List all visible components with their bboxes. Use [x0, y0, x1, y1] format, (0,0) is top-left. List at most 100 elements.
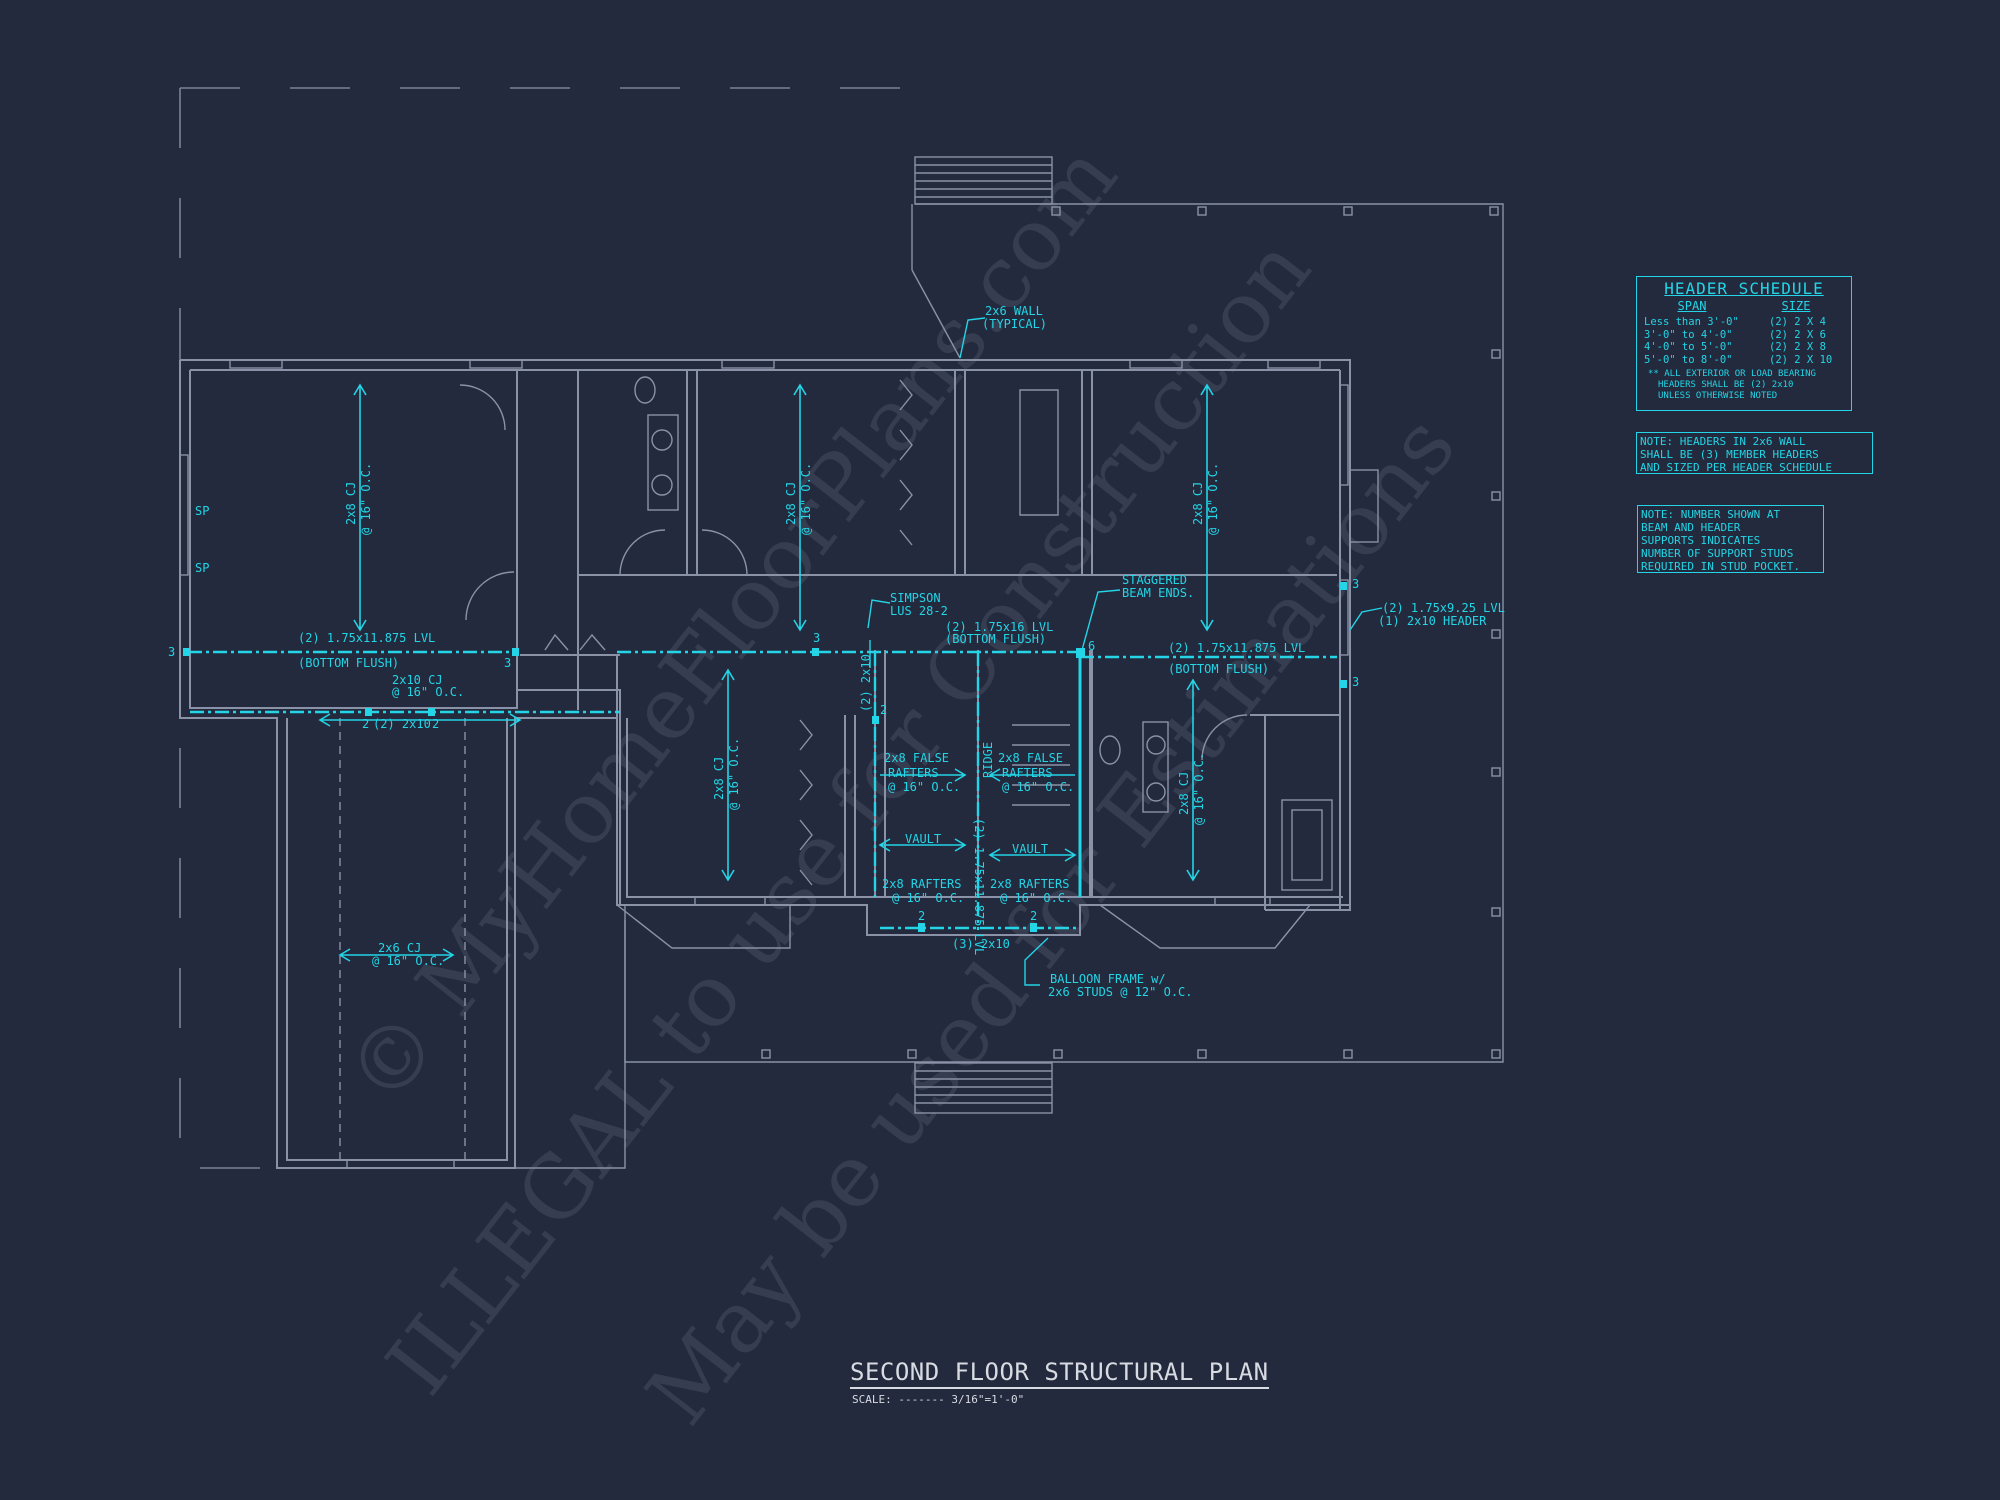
label-cj-left: 2x8 CJ: [344, 482, 358, 525]
plan-labels: 2x6 WALL (TYPICAL) 2x8 CJ @ 16" O.C. 2x8…: [168, 304, 1505, 999]
label-false-oc-r: @ 16" O.C.: [1002, 780, 1074, 794]
label-false-oc-l: @ 16" O.C.: [888, 780, 960, 794]
label-false-rafters-l2: RAFTERS: [888, 766, 939, 780]
col-size: SIZE: [1781, 299, 1811, 313]
porch-posts: [761, 206, 1501, 1059]
stud-count-8: 2: [432, 717, 439, 731]
label-simpson-2: LUS 28-2: [890, 604, 948, 618]
table-row: 4'-0" to 5'-0" (2) 2 X 8: [1640, 341, 1848, 354]
label-lvl-right: (2) 1.75x11.875 LVL: [1168, 641, 1305, 655]
label-rafters-l: 2x8 RAFTERS: [882, 877, 961, 891]
col-span: SPAN: [1677, 299, 1707, 313]
label-cj-2x6: 2x6 CJ: [378, 941, 421, 955]
stud-count-9: 2: [880, 703, 887, 717]
row-span: 3'-0" to 4'-0": [1644, 328, 1733, 341]
stud-count-1: 3: [168, 645, 175, 659]
label-oc-2x6: @ 16" O.C.: [372, 954, 444, 968]
roof-outline: [179, 87, 1504, 1169]
label-dbl-2x10-vert: (2) 2x10: [859, 654, 873, 712]
label-wall-typ-1: 2x6 WALL: [985, 304, 1043, 318]
label-dbl-2x10: (2) 2x10: [373, 717, 431, 731]
label-bottom-flush-right: (BOTTOM FLUSH): [1168, 662, 1269, 676]
leaders: [867, 317, 1383, 986]
label-rafters-r: 2x8 RAFTERS: [990, 877, 1069, 891]
row-span: Less than 3'-0": [1644, 316, 1739, 328]
beams: [183, 582, 1347, 932]
label-cj-lower: 2x8 CJ: [712, 757, 726, 800]
stud-count-5: 3: [1352, 577, 1359, 591]
label-lvl-mid-2: (BOTTOM FLUSH): [945, 632, 1046, 646]
label-ridge: RIDGE: [981, 742, 995, 778]
stud-count-3: 3: [813, 631, 820, 645]
stud-count-4: 6: [1088, 639, 1095, 653]
label-false-rafters-l1: 2x8 FALSE: [884, 751, 949, 765]
row-size: (2) 2 X 4: [1769, 316, 1826, 328]
label-oc-2x10: @ 16" O.C.: [392, 685, 464, 699]
note-headers-line1: NOTE: HEADERS IN 2x6 WALL: [1640, 435, 1806, 448]
label-lvl-left: (2) 1.75x11.875 LVL: [298, 631, 435, 645]
row-span: 4'-0" to 5'-0": [1644, 341, 1733, 353]
row-size: (2) 2 X 8: [1769, 341, 1826, 353]
label-staggered-2: BEAM ENDS.: [1122, 586, 1194, 600]
note-studs-line3: SUPPORTS INDICATES: [1641, 534, 1761, 547]
plan-scale: SCALE: ------- 3/16"=1'-0": [852, 1393, 1025, 1406]
label-oc-mid: @ 16" O.C.: [799, 463, 813, 535]
note-headers-line2: SHALL BE (3) MEMBER HEADERS: [1640, 448, 1819, 461]
note-studs-line4: NUMBER OF SUPPORT STUDS: [1641, 547, 1794, 560]
fixtures: [459, 376, 1333, 891]
label-sp-1: SP: [195, 504, 209, 518]
label-lvl-925-2: (1) 2x10 HEADER: [1378, 614, 1487, 628]
plan-title: SECOND FLOOR STRUCTURAL PLAN: [850, 1358, 1269, 1389]
stud-count-7: 2: [362, 717, 369, 731]
label-oc-lower: @ 16" O.C.: [727, 738, 741, 810]
note-studs-line5: REQUIRED IN STUD POCKET.: [1641, 560, 1800, 573]
label-vault-r: VAULT: [1012, 842, 1048, 856]
label-rafters-oc-l: @ 16" O.C.: [892, 891, 964, 905]
label-oc-bath: @ 16" O.C.: [1192, 753, 1206, 825]
label-vault-l: VAULT: [905, 832, 941, 846]
label-lvl-925-1: (2) 1.75x9.25 LVL: [1382, 601, 1505, 615]
label-oc-right: @ 16" O.C.: [1206, 463, 1220, 535]
label-rafters-oc-r: @ 16" O.C.: [1000, 891, 1072, 905]
label-oc-left: @ 16" O.C.: [359, 463, 373, 535]
label-staggered-1: STAGGERED: [1122, 573, 1187, 587]
label-bottom-flush-left: (BOTTOM FLUSH): [298, 656, 399, 670]
stud-count-2: 3: [504, 656, 511, 670]
header-schedule-table: HEADER SCHEDULE SPAN SIZE Less than 3'-0…: [1636, 276, 1852, 411]
windows: [179, 359, 1349, 1169]
schedule-footnote-1: ** ALL EXTERIOR OR LOAD BEARING: [1648, 369, 1816, 379]
label-simpson-1: SIMPSON: [890, 591, 941, 605]
header-schedule-title: HEADER SCHEDULE: [1664, 279, 1824, 298]
schedule-footnote-3: UNLESS OTHERWISE NOTED: [1658, 391, 1778, 401]
schedule-footnote-2: HEADERS SHALL BE (2) 2x10: [1658, 380, 1794, 390]
note-support-studs: NOTE: NUMBER SHOWN AT BEAM AND HEADER SU…: [1637, 505, 1824, 573]
row-size: (2) 2 X 10: [1769, 353, 1833, 366]
span-arrows: [318, 383, 1214, 962]
row-size: (2) 2 X 6: [1769, 328, 1826, 341]
label-cj-bath: 2x8 CJ: [1177, 772, 1191, 815]
label-cj-2x10: 2x10 CJ: [392, 673, 443, 687]
label-false-rafters-r2: RAFTERS: [1002, 766, 1053, 780]
label-cj-right: 2x8 CJ: [1191, 482, 1205, 525]
table-row: 5'-0" to 8'-0" (2) 2 X 10: [1640, 354, 1848, 367]
label-balloon-2: 2x6 STUDS @ 12" O.C.: [1048, 985, 1193, 999]
table-row: Less than 3'-0" (2) 2 X 4: [1640, 316, 1848, 329]
label-sp-2: SP: [195, 561, 209, 575]
note-studs-line1: NOTE: NUMBER SHOWN AT: [1641, 508, 1781, 521]
stud-count-11: 2: [1030, 909, 1037, 923]
note-headers: NOTE: HEADERS IN 2x6 WALL SHALL BE (3) M…: [1636, 432, 1873, 474]
label-lvl-mid: (2) 1.75x16 LVL: [945, 620, 1053, 634]
label-wall-typ-2: (TYPICAL): [982, 317, 1047, 331]
note-studs-line2: BEAM AND HEADER: [1641, 521, 1741, 534]
label-triple-2x10: (3) 2x10: [952, 937, 1010, 951]
label-balloon-1: BALLOON FRAME w/: [1050, 972, 1166, 986]
stud-count-6: 3: [1352, 675, 1359, 689]
row-span: 5'-0" to 8'-0": [1644, 353, 1733, 366]
header-schedule-columns: SPAN SIZE: [1640, 300, 1848, 313]
label-false-rafters-r1: 2x8 FALSE: [998, 751, 1063, 765]
stud-count-10: 2: [918, 909, 925, 923]
note-headers-line3: AND SIZED PER HEADER SCHEDULE: [1640, 461, 1833, 474]
label-ridge-lvl: (2) 1.75x11.875 LVL: [972, 818, 986, 955]
table-row: 3'-0" to 4'-0" (2) 2 X 6: [1640, 329, 1848, 342]
